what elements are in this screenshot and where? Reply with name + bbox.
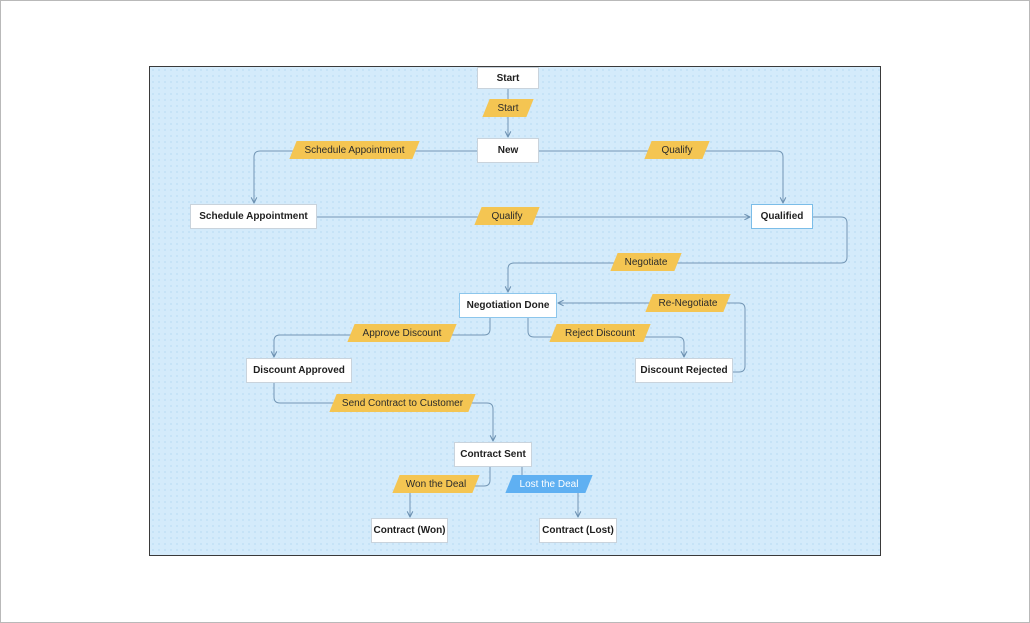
edge-new-qualified bbox=[539, 150, 783, 203]
state-discount-rejected[interactable]: Discount Rejected bbox=[635, 358, 733, 383]
state-discount-approved[interactable]: Discount Approved bbox=[246, 358, 352, 383]
transition-lost-the-deal[interactable]: Lost the Deal bbox=[505, 475, 593, 493]
transition-start[interactable]: Start bbox=[482, 99, 534, 117]
state-schedule-appointment[interactable]: Schedule Appointment bbox=[190, 204, 317, 229]
flow-canvas: Start New Schedule Appointment Qualified… bbox=[149, 66, 881, 556]
transition-reject-discount-label: Reject Discount bbox=[564, 327, 636, 339]
edge-rejected-negotiation bbox=[558, 303, 746, 373]
transition-negotiate[interactable]: Negotiate bbox=[610, 253, 682, 271]
transition-qualify-from-schedule-label: Qualify bbox=[491, 210, 523, 222]
transition-approve-discount-label: Approve Discount bbox=[362, 327, 442, 339]
transition-schedule-appointment-label: Schedule Appointment bbox=[304, 144, 405, 156]
transition-qualify-from-new-label: Qualify bbox=[661, 144, 693, 156]
state-qualified[interactable]: Qualified bbox=[751, 204, 813, 229]
edge-approved-contract bbox=[273, 383, 493, 441]
state-start[interactable]: Start bbox=[477, 67, 539, 89]
transition-won-the-deal-label: Won the Deal bbox=[405, 478, 467, 490]
transition-schedule-appointment[interactable]: Schedule Appointment bbox=[289, 141, 420, 159]
state-contract-sent[interactable]: Contract Sent bbox=[454, 442, 532, 467]
state-contract-won[interactable]: Contract (Won) bbox=[371, 518, 448, 543]
state-negotiation-done[interactable]: Negotiation Done bbox=[459, 293, 557, 318]
edge-qualified-negotiation bbox=[508, 216, 848, 292]
transition-send-contract-label: Send Contract to Customer bbox=[341, 397, 464, 409]
transition-negotiate-label: Negotiate bbox=[624, 256, 668, 268]
state-contract-lost[interactable]: Contract (Lost) bbox=[539, 518, 617, 543]
transition-reject-discount[interactable]: Reject Discount bbox=[549, 324, 651, 342]
transition-send-contract[interactable]: Send Contract to Customer bbox=[329, 394, 476, 412]
state-new[interactable]: New bbox=[477, 138, 539, 163]
transition-qualify-from-new[interactable]: Qualify bbox=[644, 141, 710, 159]
transition-approve-discount[interactable]: Approve Discount bbox=[347, 324, 457, 342]
transition-start-label: Start bbox=[497, 102, 519, 114]
transition-re-negotiate[interactable]: Re-Negotiate bbox=[645, 294, 731, 312]
transition-re-negotiate-label: Re-Negotiate bbox=[658, 297, 718, 309]
transition-qualify-from-schedule[interactable]: Qualify bbox=[474, 207, 540, 225]
transition-lost-the-deal-label: Lost the Deal bbox=[519, 478, 579, 490]
transition-won-the-deal[interactable]: Won the Deal bbox=[392, 475, 480, 493]
edge-new-schedule bbox=[254, 150, 477, 203]
